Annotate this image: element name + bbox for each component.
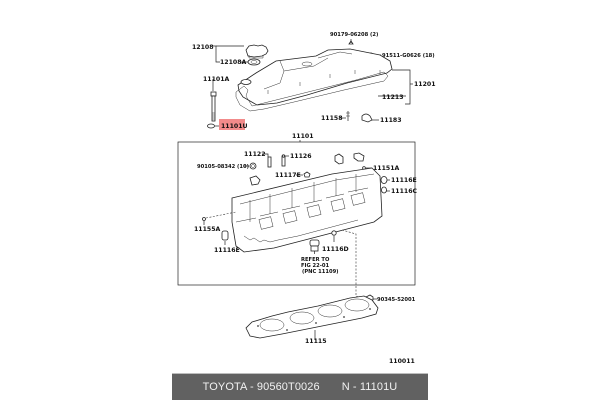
label-refer-to: REFER TO (301, 257, 330, 263)
head-bolt-icon (210, 91, 217, 122)
cylinder-head-icon (231, 167, 383, 253)
label-11183: 11183 (380, 117, 402, 124)
figure-code: 110011 (389, 358, 415, 365)
assembly-frame (177, 141, 416, 286)
label-12108: 12108 (192, 44, 214, 51)
plug-11116e-icon (380, 176, 388, 184)
label-11101a: 11101A (203, 76, 230, 83)
label-90105-08342: 90105-08342 (10) (197, 164, 249, 170)
bolt-90179-icon (348, 39, 354, 45)
label-refer-fig: FIG 22-01 (301, 263, 330, 269)
pin-11158-icon (346, 111, 350, 121)
valve-cover-icon (237, 48, 393, 106)
caption-brand-part-number: TOYOTA - 90560T0026 (202, 381, 320, 393)
washer-11101u-icon (207, 123, 215, 129)
valve-cover-gasket-icon (235, 71, 389, 112)
highlight-marker (219, 119, 245, 130)
label-90345-52001: 90345-52001 (377, 297, 416, 303)
dowel-11155a-icon (202, 217, 206, 221)
label-12108a: 12108A (220, 59, 247, 66)
label-90179-06208: 90179-06208 (2) (330, 32, 378, 38)
filler-cap-gasket-icon (247, 58, 261, 66)
valve-guide-icon (262, 153, 272, 168)
head-gasket-icon (245, 295, 379, 339)
label-11115: 11115 (305, 338, 327, 345)
bearing-cap-icon (353, 152, 365, 162)
seal-11183-icon (361, 113, 373, 123)
label-11116e-right: 11116E (391, 177, 417, 184)
plug-11116d-icon (331, 230, 337, 236)
label-11116d: 11116D (322, 246, 349, 253)
label-11126: 11126 (290, 153, 312, 160)
oil-filler-cap-icon (245, 44, 269, 59)
valve-seal-icon (309, 239, 320, 254)
caption-diagram-ref: N - 11101U (341, 381, 398, 393)
label-11122: 11122 (244, 151, 266, 158)
label-11155a: 11155A (194, 226, 221, 233)
parts-diagram: 12108 12108A 90179-06208 (2) 91511-G0626… (177, 32, 436, 365)
valve-guide-bushing-icon (281, 154, 286, 167)
label-91511-g0626: 91511-G0626 (18) (382, 53, 435, 59)
stud-90105-icon (249, 162, 261, 186)
plug-11117e-icon (303, 171, 311, 178)
label-11101u[interactable]: 11101U (221, 123, 248, 130)
label-11117e: 11117E (275, 172, 301, 179)
label-11158: 11158 (321, 115, 343, 122)
caption-bar: TOYOTA - 90560T0026 N - 11101U (172, 374, 428, 400)
label-11101: 11101 (292, 133, 314, 140)
plug-11116c-icon (381, 186, 387, 194)
plug-11116e-left-icon (221, 230, 229, 241)
caption-divider (172, 373, 428, 374)
label-11151a: 11151A (373, 165, 400, 172)
bearing-cap-icon (334, 153, 344, 165)
label-refer-pnc: (PNC 11109) (302, 269, 339, 275)
label-11201: 11201 (414, 81, 436, 88)
label-11213: 11213 (382, 94, 404, 101)
label-11116e-left: 11116E (214, 247, 240, 254)
label-11116c: 11116C (391, 188, 418, 195)
